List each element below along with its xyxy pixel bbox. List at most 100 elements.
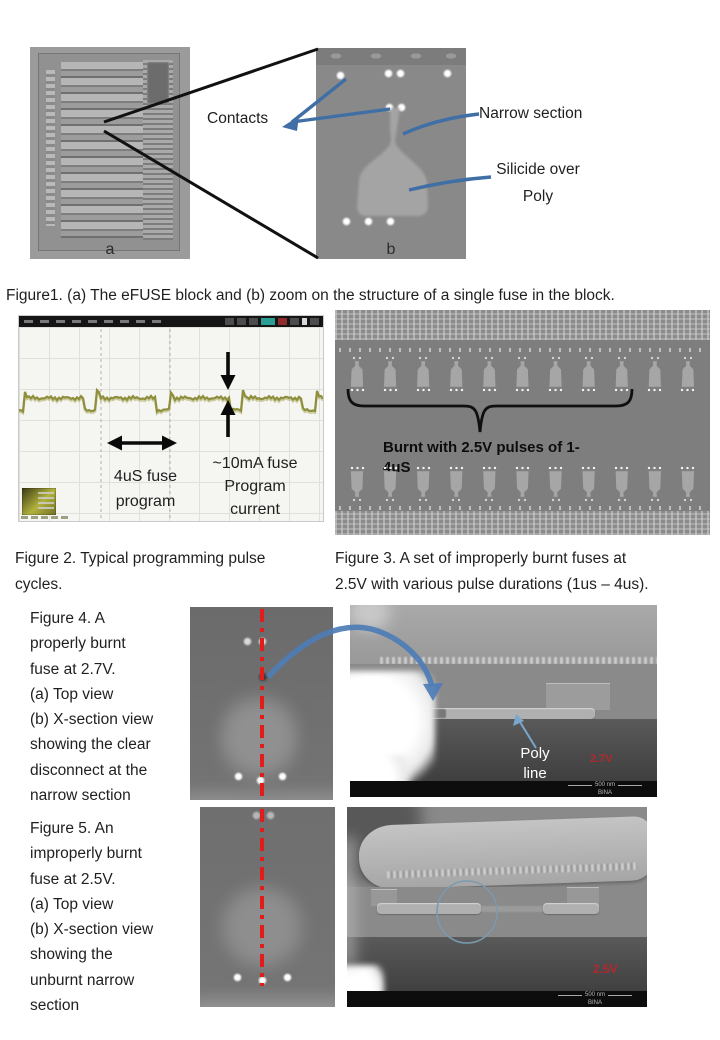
contact-dot [258,976,267,985]
voltage-label: 2.7V [590,753,613,765]
fuse-structure [479,356,499,396]
fuse-body [679,471,696,497]
contact-dots [447,466,465,470]
narrow-section-structure [481,906,543,912]
contact-dot [243,637,252,646]
contact-dot [233,973,242,982]
contact-dot [278,772,287,781]
fuse-structure [446,356,466,396]
fuse-body [615,361,628,387]
contact-dots [549,498,562,502]
poly-line-structure [543,903,599,914]
contact-dots [483,356,496,360]
fuse-row [347,462,698,502]
fuse-structure [645,356,665,396]
contact-dots [516,498,529,502]
fig4-topview-micrograph [190,607,333,800]
contact-dots [417,356,430,360]
fuse-body [450,361,463,387]
figure4-description: Figure 4. A properly burnt fuse at 2.7V.… [30,610,154,805]
contacts-label: Contacts [207,110,269,127]
contact-dots [384,498,397,502]
figure3-caption: Figure 3. A set of improperly burnt fuse… [335,550,649,593]
sem-lab-label: BINA [587,1000,602,1006]
fuse-body [481,471,498,497]
fuse-body [417,361,430,387]
burnt-disconnect-spot [259,673,267,681]
fuse-structure [612,356,632,396]
contact-dots [580,388,598,392]
fuse-body [382,471,399,497]
fuse-structure [413,356,433,396]
contact-dot [386,217,395,226]
fuse-structure [579,356,599,396]
sem-texture [200,989,335,1007]
fuse-body [514,471,531,497]
fig4-xsection-micrograph: Poly line 2.7V HV mag HFW WD det curr mo… [350,605,657,797]
fuse-body [350,361,364,387]
contact-dots [613,388,631,392]
contact-dots [516,356,529,360]
fuse-body [582,361,595,387]
sem-texture [339,506,706,510]
chip-texture [147,62,169,104]
figure5-description: Figure 5. An improperly burnt fuse at 2.… [30,820,154,1015]
scope-trace [19,329,323,519]
contact-dots [480,388,498,392]
fuse-glow [216,883,308,971]
sem-structure [567,887,599,906]
fuse-structure [546,462,566,502]
contact-dot [443,69,452,78]
fuse-body [549,361,562,387]
burnt-fuses-micrograph: Burnt with 2.5V pulses of 1- 4uS [335,310,710,535]
fuse-body [681,361,695,387]
sem-structure [371,889,397,906]
scope-brand-text [21,516,69,519]
contact-dots [447,388,465,392]
contact-dots [582,498,595,502]
sem-texture [347,837,361,967]
contact-dots [450,356,463,360]
contact-dots [615,356,628,360]
sem-texture [335,310,710,340]
contact-dots [384,356,397,360]
contact-dot [342,217,351,226]
fig5-xsection-micrograph: 2.5V HV mag HFW WD det curr mode tilt 5.… [347,807,647,1007]
fuse-structure [612,462,632,502]
narrow-section-label: Narrow section [479,105,583,122]
fuse-body [383,361,397,387]
program-current-annotation: ~10mA fuse Program current [212,455,298,518]
contact-dots [648,356,661,360]
sem-texture [335,511,710,535]
fuse-structure [347,356,367,396]
sem-lab-label: BINA [597,790,612,796]
fuse-structure [347,462,367,502]
contact-dot [266,811,275,820]
fuse-body [516,361,529,387]
sem-texture [380,657,657,664]
contact-dots [646,388,664,392]
fig5-topview-micrograph [200,807,335,1007]
sem-structure [546,683,610,710]
scope-channel-legend [22,488,56,515]
contact-dots [547,466,565,470]
fuse-structure [678,462,698,502]
contact-dots [381,466,399,470]
silicide-label: Silicide over Poly [496,161,580,205]
scope-menu-items [24,320,164,323]
poly-line-structure [377,903,481,914]
fuse-structure [446,462,466,502]
contact-dots [646,466,664,470]
contact-dots [348,466,366,470]
fuse-structure [413,462,433,502]
contact-dot [397,103,406,112]
fuse-structure [380,462,400,502]
fuse-flask-shape [357,108,428,216]
fuse-body [483,361,496,387]
fuse-body [547,471,564,497]
fuse-body [580,471,597,497]
fuse-structure [546,356,566,396]
fuse-structure [579,462,599,502]
fuse-body [448,471,465,497]
